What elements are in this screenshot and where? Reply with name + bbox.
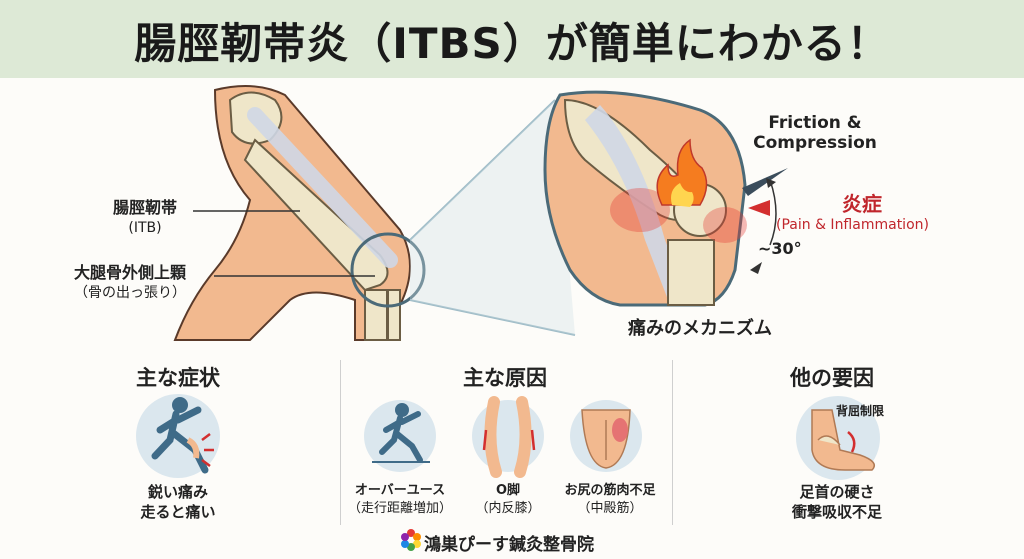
causes-heading: 主な原因 xyxy=(463,366,547,390)
symptom-caption-2: 走ると痛い xyxy=(140,503,216,521)
condyle-label-jp: 大腿骨外側上顆 xyxy=(73,263,186,282)
cause-gluteal-sub: （中殿筋） xyxy=(577,501,643,516)
clinic-name: 鴻巣ぴーす鍼灸整骨院 xyxy=(424,535,594,555)
symptom-caption: 鋭い痛み 走ると痛い xyxy=(108,482,248,522)
foot-ankle-icon xyxy=(811,409,875,471)
cause-bowlegs-label: O脚 xyxy=(495,483,521,498)
clinic-logo-icon xyxy=(401,529,421,551)
cause-bowlegs-sub: （内反膝） xyxy=(475,501,541,516)
symptoms-heading: 主な症状 xyxy=(136,366,220,390)
friction-line-1: Friction & xyxy=(768,113,862,133)
symptom-caption-1: 鋭い痛み xyxy=(147,483,208,501)
condyle-label-note: （骨の出っ張り） xyxy=(74,285,186,301)
other-caption: 足首の硬さ 衝撃吸収不足 xyxy=(762,482,912,522)
cause-item-overuse: オーバーユース （走行距離増加） xyxy=(340,482,460,518)
runner-icon xyxy=(151,397,214,474)
friction-line-2: Compression xyxy=(753,133,877,153)
itb-label: 腸脛靭帯 (ITB) xyxy=(95,198,195,238)
inflammation-en-label: (Pain & Inflammation) xyxy=(776,217,929,233)
knee-zoom-illustration xyxy=(543,90,788,307)
other-factors-heading: 他の要因 xyxy=(790,366,874,390)
divider-right xyxy=(672,360,673,525)
bowlegs-icon xyxy=(482,396,536,478)
inflammation-label: 炎症 xyxy=(842,192,882,216)
angle-label: ~30° xyxy=(758,239,802,258)
leg-illustration xyxy=(173,85,576,341)
cause-overuse-sub: （走行距離増加） xyxy=(347,501,452,516)
condyle-label: 大腿骨外側上顆 （骨の出っ張り） xyxy=(45,263,215,303)
mechanism-caption: 痛みのメカニズム xyxy=(628,318,772,339)
itb-label-en: (ITB) xyxy=(128,220,162,236)
other-caption-2: 衝撃吸収不足 xyxy=(791,503,882,521)
zoom-circle xyxy=(350,232,426,308)
overuse-runner-icon xyxy=(372,403,430,463)
header-band xyxy=(0,0,1024,78)
cause-item-bowlegs: O脚 （内反膝） xyxy=(463,482,553,518)
page-title: 腸脛靭帯炎（ITBS）が簡単にわかる！ xyxy=(134,19,890,68)
cause-overuse-label: オーバーユース xyxy=(354,483,446,498)
other-caption-1: 足首の硬さ xyxy=(799,483,875,501)
gluteal-icon xyxy=(581,409,631,469)
cause-item-gluteal: お尻の筋肉不足 （中殿筋） xyxy=(550,482,670,518)
friction-label: Friction & Compression xyxy=(740,113,890,153)
dorsiflexion-badge: 背屈制限 xyxy=(836,404,885,418)
cause-gluteal-label: お尻の筋肉不足 xyxy=(564,483,656,498)
divider-left xyxy=(340,360,341,525)
itb-label-jp: 腸脛靭帯 xyxy=(112,198,177,217)
